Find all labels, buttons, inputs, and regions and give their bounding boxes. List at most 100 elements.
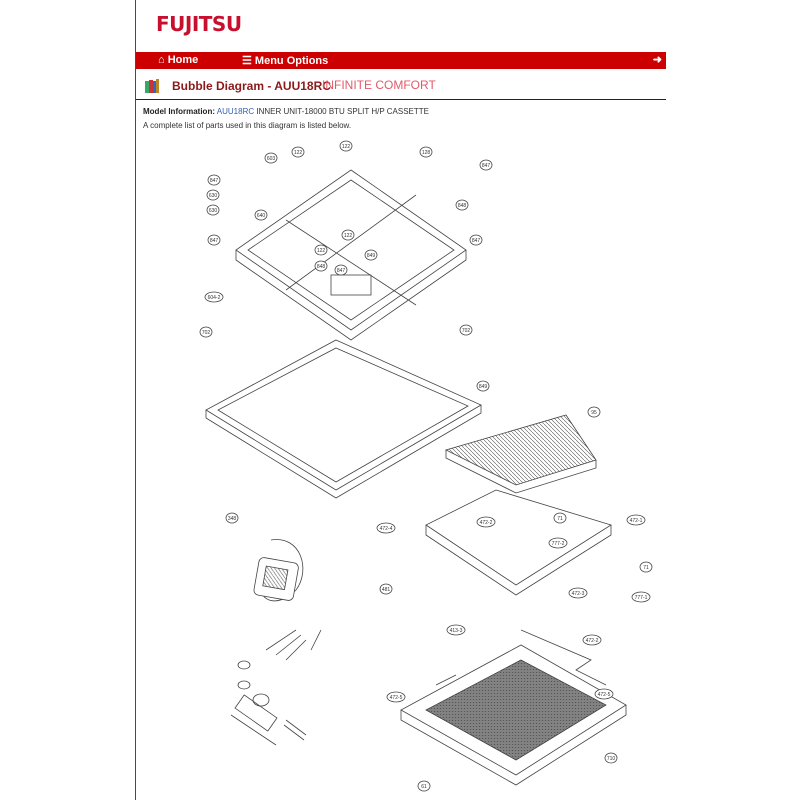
- part-bubble[interactable]: 849: [364, 249, 378, 261]
- nav-menu-options[interactable]: ☰ Menu Options: [242, 54, 328, 67]
- title-bar: Bubble Diagram - AUU18RC INFINITE COMFOR…: [136, 74, 666, 100]
- bubble-diagram: 122 122 603 128 847 847 847 630 630 640 122 847 849 8…: [199, 140, 653, 792]
- part-bubble-label: 640: [257, 213, 266, 219]
- part-bubble-label: 413-3: [450, 628, 463, 634]
- part-bubble-label: 630: [209, 193, 218, 199]
- part-bubble-label: 710: [607, 756, 616, 762]
- part-bubble-label: 122: [344, 233, 353, 239]
- part-bubble[interactable]: 472-4: [376, 522, 396, 534]
- part-bubble[interactable]: 122: [341, 229, 355, 241]
- part-bubble-label: 847: [472, 238, 481, 244]
- part-bubble-label: 348: [228, 516, 237, 522]
- part-bubble-label: 777-2: [552, 541, 565, 547]
- part-bubble-label: 472-2: [586, 638, 599, 644]
- model-description: INNER UNIT-18000 BTU SPLIT H/P CASSETTE: [256, 107, 430, 116]
- decoration-panel-drawing: [400, 629, 627, 786]
- part-bubble[interactable]: 413-3: [446, 624, 466, 636]
- part-bubble-label: 122: [294, 150, 303, 156]
- nav-menu-label: Menu Options: [254, 55, 329, 67]
- intake-grille-drawing: [425, 489, 612, 596]
- part-bubble-label: 122: [317, 248, 326, 254]
- part-bubble[interactable]: 348: [225, 512, 239, 524]
- frame-drawing: [205, 339, 482, 499]
- part-bubble-label: 849: [479, 384, 488, 390]
- part-bubble-label: 603: [267, 156, 276, 162]
- part-bubble-label: 71: [557, 516, 563, 522]
- part-bubble[interactable]: 848: [455, 199, 469, 211]
- page-title: Bubble Diagram - AUU18RC: [172, 79, 331, 93]
- part-bubble[interactable]: 71: [553, 512, 567, 524]
- part-bubble-label: 847: [482, 163, 491, 169]
- part-bubble[interactable]: 710: [604, 752, 618, 764]
- part-bubble[interactable]: 630: [206, 204, 220, 216]
- part-bubble[interactable]: 472-2: [476, 516, 496, 528]
- part-bubble[interactable]: 95: [587, 406, 601, 418]
- fujitsu-logo: FUJITSU: [156, 12, 242, 36]
- part-bubble[interactable]: 128: [419, 146, 433, 158]
- part-bubble[interactable]: 777-1: [631, 591, 651, 603]
- part-bubble[interactable]: 604-2: [204, 291, 224, 303]
- part-bubble-label: 61: [421, 784, 427, 790]
- nav-home-label: Home: [167, 54, 199, 66]
- part-bubble[interactable]: 702: [459, 324, 473, 336]
- nav-bar: ⌂ Home ☰ Menu Options ➜: [136, 52, 666, 69]
- page: FUJITSU ⌂ Home ☰ Menu Options ➜ Bubble D…: [135, 0, 666, 800]
- part-bubble[interactable]: 472-3: [568, 587, 588, 599]
- part-bubble-label: 604-2: [208, 295, 221, 301]
- part-bubble[interactable]: 603: [264, 152, 278, 164]
- part-bubble-label: 71: [643, 565, 649, 571]
- part-bubble-label: 472-5: [390, 695, 403, 701]
- part-bubble[interactable]: 847: [207, 234, 221, 246]
- nav-home[interactable]: ⌂ Home: [158, 54, 198, 66]
- part-bubble-label: 630: [209, 208, 218, 214]
- part-bubble[interactable]: 849: [476, 380, 490, 392]
- filter-drawing: [444, 414, 597, 494]
- part-bubble[interactable]: 640: [254, 209, 268, 221]
- part-bubble-label: 472-5: [598, 692, 611, 698]
- part-bubble-label: 122: [342, 144, 351, 150]
- part-bubble-label: 848: [458, 203, 467, 209]
- part-bubble[interactable]: 847: [334, 264, 348, 276]
- home-icon: ⌂: [158, 54, 168, 66]
- part-bubble-label: 472-4: [380, 526, 393, 532]
- parts-intro: A complete list of parts used in this di…: [143, 121, 352, 130]
- logout-icon[interactable]: ➜: [652, 54, 662, 66]
- part-bubble[interactable]: 630: [206, 189, 220, 201]
- part-bubble[interactable]: 71: [639, 561, 653, 573]
- model-link[interactable]: AUU18RC: [216, 107, 255, 116]
- part-bubble-label: 849: [367, 253, 376, 259]
- part-bubble[interactable]: 847: [479, 159, 493, 171]
- part-bubble[interactable]: 481: [379, 583, 393, 595]
- part-bubble-label: 472-2: [480, 520, 493, 526]
- remote-control-drawing: [253, 539, 304, 602]
- chassis-drawing: [235, 169, 467, 341]
- part-bubble[interactable]: 702: [199, 326, 213, 338]
- part-bubble[interactable]: 848: [314, 260, 328, 272]
- part-bubble-label: 472-3: [572, 591, 585, 597]
- part-bubble[interactable]: 777-2: [548, 537, 568, 549]
- part-bubble[interactable]: 847: [207, 174, 221, 186]
- part-bubble[interactable]: 472-2: [582, 634, 602, 646]
- model-info-label: Model Information:: [143, 107, 215, 116]
- part-bubble-label: 481: [382, 587, 391, 593]
- part-bubble-label: 472-1: [630, 518, 643, 524]
- part-bubble[interactable]: 122: [314, 244, 328, 256]
- part-bubble-label: 848: [317, 264, 326, 270]
- books-icon: [145, 79, 159, 93]
- part-bubble-label: 702: [462, 328, 471, 334]
- part-bubble[interactable]: 472-1: [626, 514, 646, 526]
- part-bubble[interactable]: 847: [469, 234, 483, 246]
- part-bubble-label: 847: [210, 238, 219, 244]
- part-bubble-label: 847: [337, 268, 346, 274]
- part-bubble-label: 777-1: [635, 595, 648, 601]
- hamburger-icon: ☰: [242, 55, 255, 67]
- part-bubble-label: 847: [210, 178, 219, 184]
- tagline: INFINITE COMFORT: [322, 78, 436, 92]
- part-bubble-label: 702: [202, 330, 211, 336]
- part-bubble[interactable]: 122: [291, 146, 305, 158]
- part-bubble[interactable]: 472-5: [594, 688, 614, 700]
- model-information: Model Information: AUU18RC INNER UNIT-18…: [143, 107, 429, 116]
- part-bubble[interactable]: 61: [417, 780, 431, 792]
- part-bubble[interactable]: 472-5: [386, 691, 406, 703]
- part-bubble[interactable]: 122: [339, 140, 353, 152]
